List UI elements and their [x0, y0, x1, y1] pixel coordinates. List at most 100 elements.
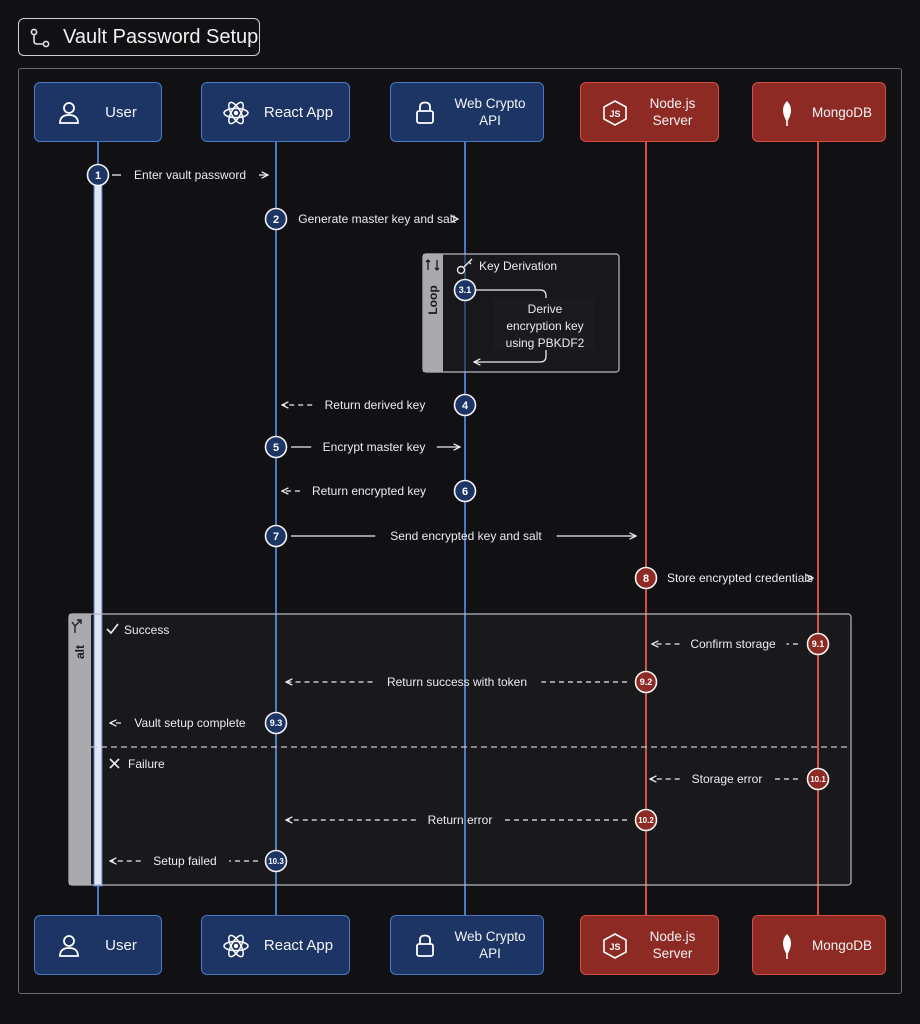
- message-1: Enter vault password: [112, 168, 268, 182]
- participant-label: User: [105, 103, 137, 121]
- participant-label: React App: [263, 936, 334, 954]
- loop-cycle-icon: [425, 259, 440, 271]
- step-badge-circle: [86, 163, 110, 187]
- step-number: 9.2: [640, 677, 653, 687]
- step-number: 4: [462, 400, 469, 412]
- participant-label: React App: [263, 103, 334, 121]
- participant-node-bottom: JS Node.js Server: [580, 915, 719, 975]
- nodejs-icon: JS: [601, 932, 629, 960]
- user-icon: [55, 99, 83, 127]
- step-badge-circle: [264, 435, 288, 459]
- step-number: 5: [273, 442, 279, 454]
- step-number: 10.1: [810, 775, 826, 784]
- key-icon: [456, 258, 473, 275]
- step-badge-circle: [264, 207, 288, 231]
- cross-icon: [109, 758, 120, 769]
- diagram-title-box: Vault Password Setup: [18, 18, 260, 56]
- message-label: Return encrypted key: [312, 484, 426, 498]
- participant-label: MongoDB: [811, 937, 873, 953]
- branch-icon: [71, 619, 82, 633]
- step-badge: 2: [264, 207, 288, 231]
- diagram-frame: [18, 68, 902, 994]
- participant-label: Web Crypto API: [454, 96, 526, 128]
- step-badge-circle: [806, 767, 830, 791]
- message-label: Generate master key and salt: [298, 212, 456, 226]
- step-badge: 3.1: [453, 278, 477, 302]
- react-atom-icon: [222, 99, 250, 127]
- message-6: Return encrypted key: [282, 484, 426, 498]
- alt-success-label: Success: [124, 623, 169, 637]
- step-badge: 10.2: [634, 808, 658, 832]
- check-icon: [106, 623, 119, 635]
- message-label: Setup failed: [153, 854, 216, 868]
- participant-react-bottom: React App: [201, 915, 350, 975]
- step-badge-circle: [634, 566, 658, 590]
- step-badge: 8: [634, 566, 658, 590]
- step-badge: 6: [453, 479, 477, 503]
- message-label: Return derived key: [325, 398, 426, 412]
- step-number: 6: [462, 486, 468, 498]
- participant-mongo-top: MongoDB: [752, 82, 886, 142]
- user-icon: [55, 932, 83, 960]
- step-badge-circle: [264, 711, 288, 735]
- step-badge: 1: [86, 163, 110, 187]
- message-9-1: Confirm storage: [652, 637, 798, 651]
- step-badge-circle: [453, 479, 477, 503]
- participant-label: Node.js Server: [649, 96, 696, 128]
- step-badge: 9.2: [634, 670, 658, 694]
- loop-fragment: Loop Key Derivation Derive encryption ke…: [422, 253, 620, 373]
- participant-react-top: React App: [201, 82, 350, 142]
- message-label: Return success with token: [387, 675, 527, 689]
- message-label: Enter vault password: [134, 168, 246, 182]
- step-badge-circle: [264, 524, 288, 548]
- participant-label: Node.js Server: [649, 929, 696, 961]
- message-label: Store encrypted credentials: [667, 571, 813, 585]
- loop-tag: Loop: [426, 285, 440, 314]
- loop-text-line: Derive: [528, 302, 563, 316]
- alt-fragment: alt Success Failure: [68, 613, 852, 886]
- step-badge: 10.1: [806, 767, 830, 791]
- step-number: 1: [95, 170, 101, 182]
- participant-node-top: JS Node.js Server: [580, 82, 719, 142]
- message-8: Store encrypted credentials: [667, 571, 813, 585]
- step-number: 9.3: [270, 718, 283, 728]
- message-10-3: Setup failed: [110, 854, 258, 868]
- page-title: Vault Password Setup: [63, 26, 259, 48]
- mongodb-leaf-icon: [773, 99, 801, 127]
- svg-text:JS: JS: [609, 109, 620, 119]
- message-label: Storage error: [692, 772, 763, 786]
- message-label: Confirm storage: [690, 637, 776, 651]
- message-2: Generate master key and salt: [298, 212, 456, 226]
- message-label: Return error: [428, 813, 493, 827]
- step-badge: 9.1: [806, 632, 830, 656]
- react-atom-icon: [222, 932, 250, 960]
- step-badge-circle: [453, 393, 477, 417]
- step-number: 8: [643, 573, 649, 585]
- svg-text:JS: JS: [609, 942, 620, 952]
- step-number: 3.1: [459, 285, 472, 295]
- message-9-3: Vault setup complete: [110, 716, 246, 730]
- step-number: 9.1: [812, 639, 825, 649]
- nodejs-icon: JS: [601, 99, 629, 127]
- step-badge: 4: [453, 393, 477, 417]
- participant-webcrypto-top: Web Crypto API: [390, 82, 544, 142]
- loop-title: Key Derivation: [479, 259, 557, 273]
- step-number: 10.2: [638, 816, 654, 825]
- step-badge: 7: [264, 524, 288, 548]
- step-badge-circle: [806, 632, 830, 656]
- message-label: Encrypt master key: [323, 440, 426, 454]
- message-7: Send encrypted key and salt: [291, 529, 636, 543]
- message-9-2: Return success with token: [286, 675, 627, 689]
- message-10-1: Storage error: [650, 772, 798, 786]
- loop-text-line: encryption key: [506, 319, 583, 333]
- step-badge: 9.3: [264, 711, 288, 735]
- message-5: Encrypt master key: [291, 440, 460, 454]
- message-label: Vault setup complete: [134, 716, 246, 730]
- step-badge: 5: [264, 435, 288, 459]
- participant-label: Web Crypto API: [454, 929, 526, 961]
- participant-label: MongoDB: [811, 104, 873, 120]
- step-badge: 10.3: [264, 849, 288, 873]
- flow-icon: [30, 28, 50, 48]
- step-number: 2: [273, 214, 279, 226]
